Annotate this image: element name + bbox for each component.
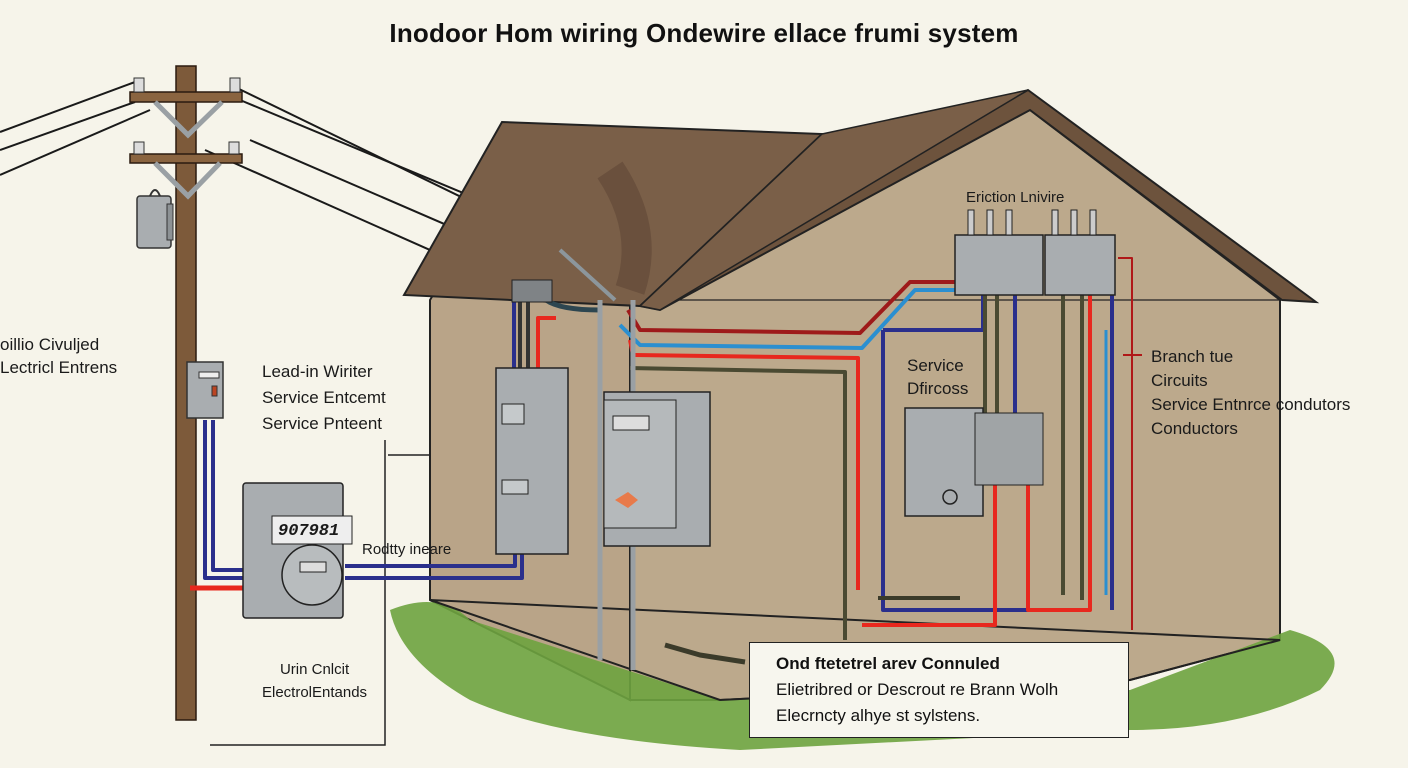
subpanel — [904, 407, 1044, 517]
utility-pole — [129, 65, 243, 721]
meter-reading: 907981 — [278, 522, 340, 541]
label-gable: Eriction Lnivire — [966, 189, 1065, 206]
label-meter-feed: Rodtty ineare — [362, 541, 452, 558]
label-line: Lectricl Entrens — [0, 358, 118, 377]
label-line: Service — [907, 356, 964, 375]
label-branch-circuits: Branch tue Circuits Service Entnrce cond… — [1151, 345, 1350, 441]
label-line: Circuits — [1151, 371, 1208, 390]
service-disconnect — [495, 279, 569, 555]
breaker-blocks — [954, 209, 1116, 296]
note-line: Elietribred or Descrout re Brann Wolh — [776, 680, 1059, 699]
note-line: Ond ftetetrel arev Connuled — [776, 654, 1000, 673]
label-left-callout: oillio Civuljed Lectricl Entrens — [0, 333, 117, 379]
label-line: Lead-in Wiriter — [262, 362, 373, 381]
pole-meter-base — [186, 361, 224, 419]
label-line: Dfircoss — [907, 379, 969, 398]
label-line: Service Entnrce condutors — [1151, 395, 1351, 414]
pole-transformer — [136, 189, 174, 249]
main-panel — [603, 391, 711, 547]
diagram-title: Inodoor Hom wiring Ondewire ellace frumi… — [389, 18, 1019, 48]
label-lead-in: Lead-in Wiriter Service Entcemt Service … — [262, 359, 386, 437]
note-line: Elecrncty alhye st sylstens. — [776, 706, 981, 725]
label-service-panel: Service Dfircoss — [907, 354, 968, 400]
meter-box — [242, 482, 353, 619]
label-line: Urin Cnlcit — [279, 661, 350, 678]
note-box: Ond ftetetrel arev Connuled Elietribred … — [749, 642, 1129, 738]
label-line: oillio Civuljed — [0, 335, 100, 354]
label-line: Branch tue — [1151, 347, 1234, 366]
wires — [190, 248, 1142, 670]
label-line: Service Entcemt — [262, 388, 386, 407]
label-line: Service Pnteent — [262, 414, 383, 433]
label-line: ElectrolEntands — [262, 684, 368, 701]
label-bottom-left: Urin Cnlcit ElectrolEntands — [262, 658, 367, 704]
label-line: Conductors — [1151, 419, 1238, 438]
